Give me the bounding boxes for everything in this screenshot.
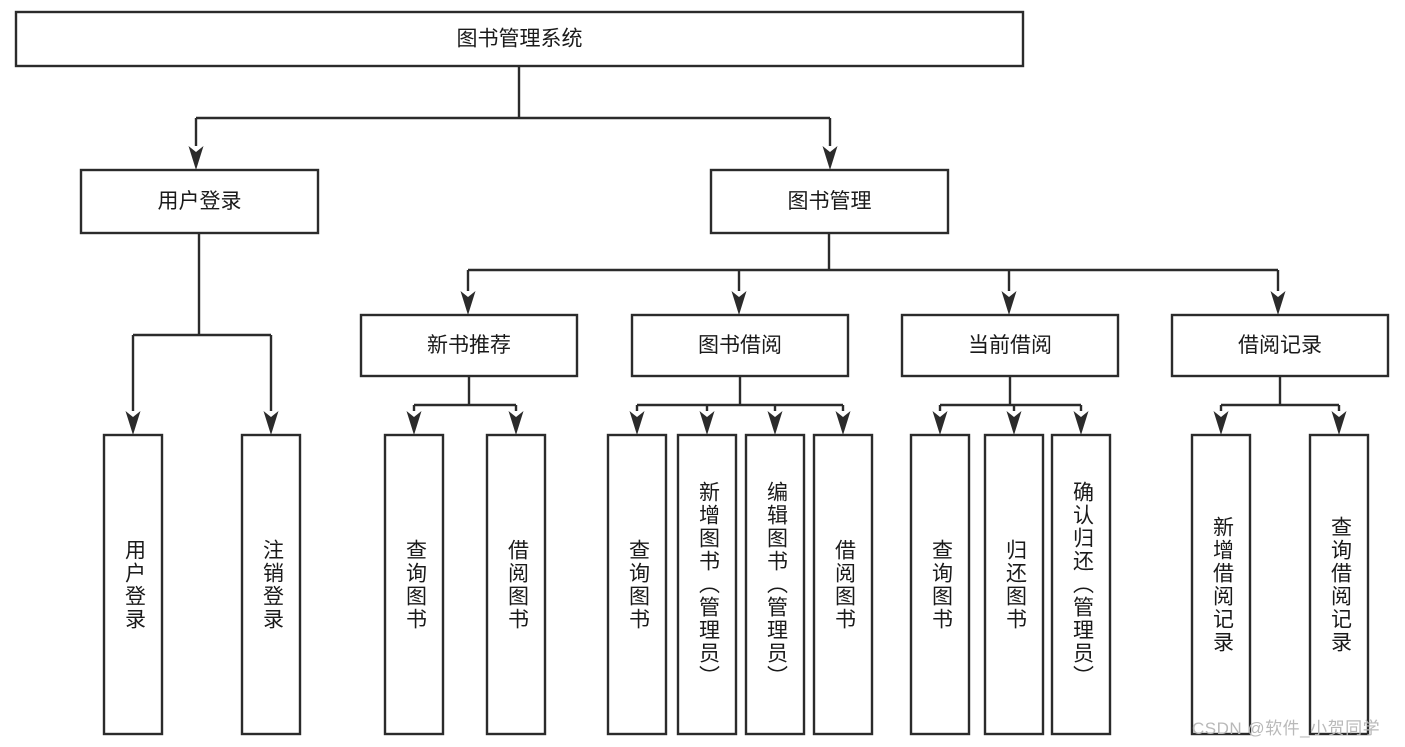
arrow-borrow-record-leaf-0 (1213, 411, 1229, 435)
arrow-book-borrow-leaf-0 (629, 411, 645, 435)
node-book-manage-label: 图书管理 (788, 190, 872, 213)
node-root-rect[interactable] (14, 10, 1025, 68)
arrow-book-borrow-leaf-1 (699, 411, 715, 435)
arrow-current-borrow-leaf-0 (932, 411, 948, 435)
arrow-current-borrow-leaf-1 (1006, 411, 1022, 435)
node-current-borrow[interactable]: 当前借阅 (900, 313, 1120, 378)
arrow-level1-0 (188, 146, 204, 170)
arrow-book-borrow-leaf-2 (767, 411, 783, 435)
arrow-user-login-leaf-1 (263, 411, 279, 435)
csdn-watermark: CSDN @软件_小贺同学 (1192, 719, 1381, 738)
node-leaf-query-book-rec-rect[interactable] (383, 433, 445, 736)
node-leaf-query-borrow-rec-rect[interactable] (1308, 433, 1370, 736)
node-borrow-record-label: 借阅记录 (1238, 334, 1322, 357)
node-user-login[interactable]: 用户登录 (79, 168, 320, 235)
node-current-borrow-label: 当前借阅 (968, 334, 1052, 357)
node-leaf-user-logout-rect[interactable] (240, 433, 302, 736)
arrow-new-book-recommend-leaf-0 (406, 411, 422, 435)
arrow-new-book-recommend-leaf-1 (508, 411, 524, 435)
node-current-borrow-rect[interactable] (900, 313, 1120, 378)
node-leaf-borrow-book-rec-rect[interactable] (485, 433, 547, 736)
node-borrow-record-rect[interactable] (1170, 313, 1390, 378)
node-leaf-return-book-rect[interactable] (983, 433, 1045, 736)
node-user-login-label: 用户登录 (158, 190, 242, 213)
node-leaf-add-borrow-rec-rect[interactable] (1190, 433, 1252, 736)
node-book-manage-rect[interactable] (709, 168, 950, 235)
node-book-borrow[interactable]: 图书借阅 (630, 313, 850, 378)
node-leaf-user-login-rect[interactable] (102, 433, 164, 736)
connector-layer (125, 66, 1347, 435)
arrow-borrow-record-leaf-1 (1331, 411, 1347, 435)
node-leaf-confirm-return-rect[interactable] (1050, 433, 1112, 736)
node-book-borrow-label: 图书借阅 (698, 334, 782, 357)
arrow-level1-1 (822, 146, 838, 170)
node-leaf-add-book-rect[interactable] (676, 433, 738, 736)
node-book-manage[interactable]: 图书管理 (709, 168, 950, 235)
arrow-level2-2 (1001, 291, 1017, 315)
node-leaf-borrow-book-bor-rect[interactable] (812, 433, 874, 736)
arrow-book-borrow-leaf-3 (835, 411, 851, 435)
node-user-login-rect[interactable] (79, 168, 320, 235)
node-root-label: 图书管理系统 (457, 28, 583, 51)
arrow-current-borrow-leaf-2 (1073, 411, 1089, 435)
node-leaf-query-book-cur-rect[interactable] (909, 433, 971, 736)
node-book-borrow-rect[interactable] (630, 313, 850, 378)
node-root[interactable]: 图书管理系统 (14, 10, 1025, 68)
arrow-user-login-leaf-0 (125, 411, 141, 435)
node-new-book-recommend[interactable]: 新书推荐 (359, 313, 579, 378)
arrow-level2-3 (1270, 291, 1286, 315)
arrow-level2-0 (460, 291, 476, 315)
node-leaf-query-book-bor-rect[interactable] (606, 433, 668, 736)
arrow-level2-1 (731, 291, 747, 315)
node-borrow-record[interactable]: 借阅记录 (1170, 313, 1390, 378)
node-new-book-recommend-rect[interactable] (359, 313, 579, 378)
node-leaf-edit-book-rect[interactable] (744, 433, 806, 736)
node-new-book-recommend-label: 新书推荐 (427, 334, 511, 357)
